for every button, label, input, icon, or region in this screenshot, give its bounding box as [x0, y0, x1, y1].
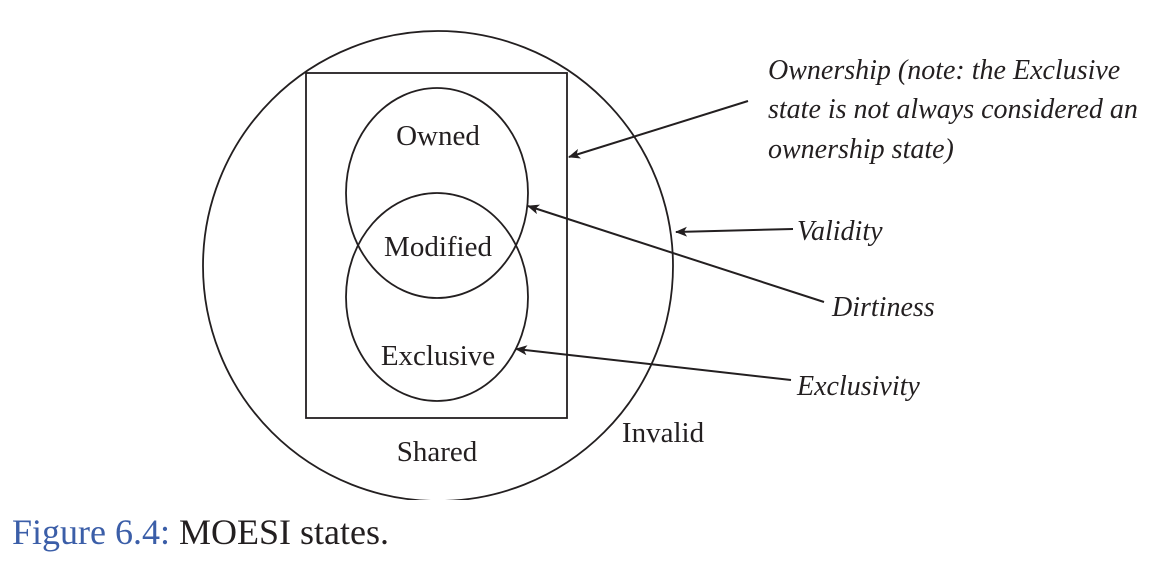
exclusivity-annotation: Exclusivity — [796, 371, 920, 402]
exclusivity-ellipse — [345, 192, 529, 402]
ownership-arrow — [568, 100, 749, 159]
state-owned-label: Owned — [396, 120, 480, 152]
ownership-annotation-line: Ownership (note: the Exclusive — [768, 55, 1120, 86]
validity-circle — [202, 30, 674, 500]
dirtiness-arrow — [527, 204, 825, 303]
validity-arrow — [675, 226, 794, 237]
figure-caption: Figure 6.4: MOESI states. — [12, 510, 389, 554]
figure-caption-text: MOESI states. — [179, 512, 389, 552]
exclusivity-arrow — [515, 345, 792, 381]
ownership-rectangle — [305, 72, 568, 419]
ownership-annotation-line: state is not always considered an — [768, 94, 1138, 125]
moesi-diagram: Owned Modified Exclusive Shared Invalid … — [202, 30, 1145, 500]
ownership-annotation-line: ownership state) — [768, 134, 954, 165]
state-exclusive-label: Exclusive — [381, 340, 495, 372]
state-modified-label: Modified — [384, 231, 492, 263]
state-invalid-label: Invalid — [622, 417, 705, 449]
dirtiness-annotation: Dirtiness — [831, 292, 935, 323]
ownership-annotation: Ownership (note: the Exclusive state is … — [768, 55, 1145, 165]
dirtiness-ellipse — [345, 87, 529, 299]
state-shared-label: Shared — [397, 436, 478, 468]
validity-annotation: Validity — [797, 216, 883, 247]
figure-number: Figure 6.4: — [12, 512, 170, 552]
